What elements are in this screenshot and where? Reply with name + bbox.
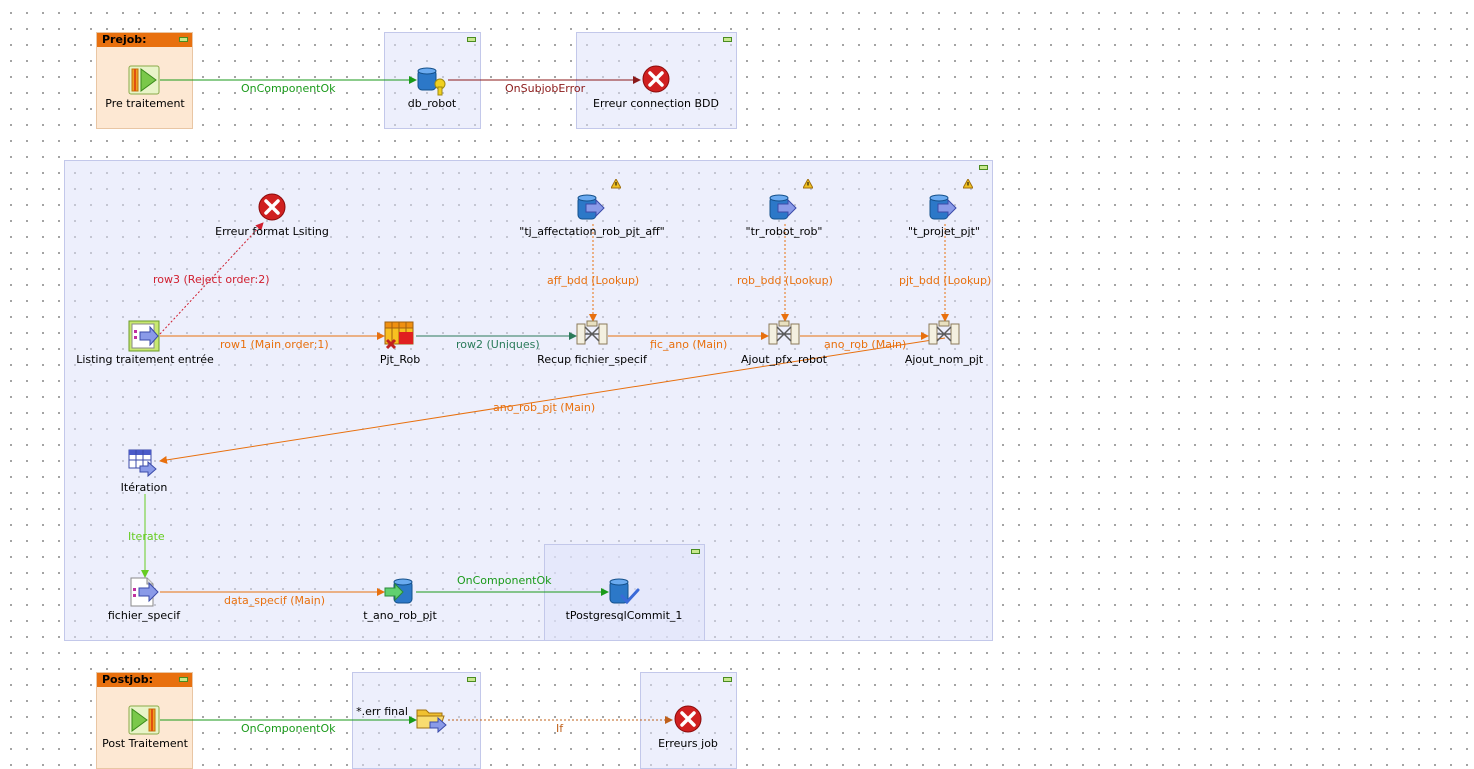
component-label: "tj_affectation_rob_pjt_aff" <box>519 225 665 238</box>
component-label: Erreur connection BDD <box>593 97 719 110</box>
db-commit-icon <box>609 578 640 605</box>
file-list-icon <box>416 709 447 734</box>
connection-label: aff_bdd (Lookup) <box>547 274 639 287</box>
component-label: Pjt_Rob <box>379 353 421 366</box>
connection-label: OnComponentOk <box>241 82 336 95</box>
component-label: Ajout_nom_pjt <box>904 353 984 366</box>
connection-ano-rob-pjt[interactable] <box>159 337 946 464</box>
db-output-icon <box>384 578 413 604</box>
subjob-postjob-title: Postjob: <box>102 673 154 686</box>
component-label: t_ano_rob_pjt <box>363 609 437 622</box>
connection-row3-reject[interactable] <box>159 222 264 335</box>
component-label: fichier_specif <box>107 609 181 622</box>
component-label: Erreurs job <box>658 737 718 750</box>
file-input-icon <box>128 320 160 352</box>
die-error-icon <box>642 65 670 93</box>
connection-label: row1 (Main order:1) <box>220 338 329 351</box>
connection-label: data_specif (Main) <box>224 594 325 607</box>
subjob-main[interactable] <box>64 160 993 641</box>
tmap-icon <box>928 320 960 345</box>
connection-label: OnSubjobError <box>505 82 586 95</box>
connection-label: Iterate <box>128 530 165 543</box>
collapse-button[interactable] <box>179 37 188 42</box>
unique-rows-icon <box>384 321 414 350</box>
warning-icon <box>803 179 813 189</box>
connection-label: row2 (Uniques) <box>456 338 540 351</box>
collapse-button[interactable] <box>723 37 732 42</box>
collapse-button[interactable] <box>179 677 188 682</box>
db-input-icon <box>769 194 797 220</box>
warning-icon <box>611 179 621 189</box>
connection-label: pjt_bdd (Lookup) <box>899 274 991 287</box>
component-label: Ajout_pfx_robot <box>741 353 827 366</box>
tmap-icon <box>576 320 608 345</box>
connection-label: rob_bdd (Lookup) <box>737 274 833 287</box>
component-label: *.err final <box>356 705 408 718</box>
collapse-button[interactable] <box>723 677 732 682</box>
collapse-button[interactable] <box>691 549 700 554</box>
subjob-prejob-header[interactable]: Prejob: <box>97 33 192 47</box>
connection-label: OnComponentOk <box>457 574 552 587</box>
postjob-end-icon <box>128 705 160 735</box>
component-label: db_robot <box>407 97 457 110</box>
connection-label: row3 (Reject order:2) <box>153 273 270 286</box>
warning-icon <box>963 179 973 189</box>
component-label: Post Traitement <box>102 737 188 750</box>
subjob-prejob-title: Prejob: <box>102 33 147 46</box>
db-input-icon <box>929 194 957 220</box>
die-error-icon <box>258 193 286 221</box>
subjob-postjob-header[interactable]: Postjob: <box>97 673 192 687</box>
db-connection-icon <box>417 67 446 96</box>
file-input-icon <box>130 577 159 607</box>
db-input-icon <box>577 194 605 220</box>
component-label: Listing traitement entrée <box>76 353 214 366</box>
collapse-button[interactable] <box>467 677 476 682</box>
component-label: "t_projet_pjt" <box>908 225 980 238</box>
component-label: tPostgresqlCommit_1 <box>565 609 683 622</box>
connection-label: OnComponentOk <box>241 722 336 735</box>
connection-label: ano_rob (Main) <box>824 338 906 351</box>
flow-to-iterate-icon <box>128 449 157 478</box>
component-label: "tr_robot_rob" <box>745 225 823 238</box>
connection-label: If <box>556 722 564 735</box>
collapse-button[interactable] <box>467 37 476 42</box>
die-error-icon <box>674 705 702 733</box>
tmap-icon <box>768 320 800 345</box>
component-label: Pre traitement <box>105 97 185 110</box>
component-label: Erreur format Lsiting <box>215 225 329 238</box>
connection-label: ano_rob_pjt (Main) <box>493 401 595 414</box>
prejob-start-icon <box>128 65 160 95</box>
connection-label: fic_ano (Main) <box>650 338 727 351</box>
component-label: Itération <box>120 481 168 494</box>
collapse-button[interactable] <box>979 165 988 170</box>
component-label: Recup fichier_specif <box>537 353 647 366</box>
